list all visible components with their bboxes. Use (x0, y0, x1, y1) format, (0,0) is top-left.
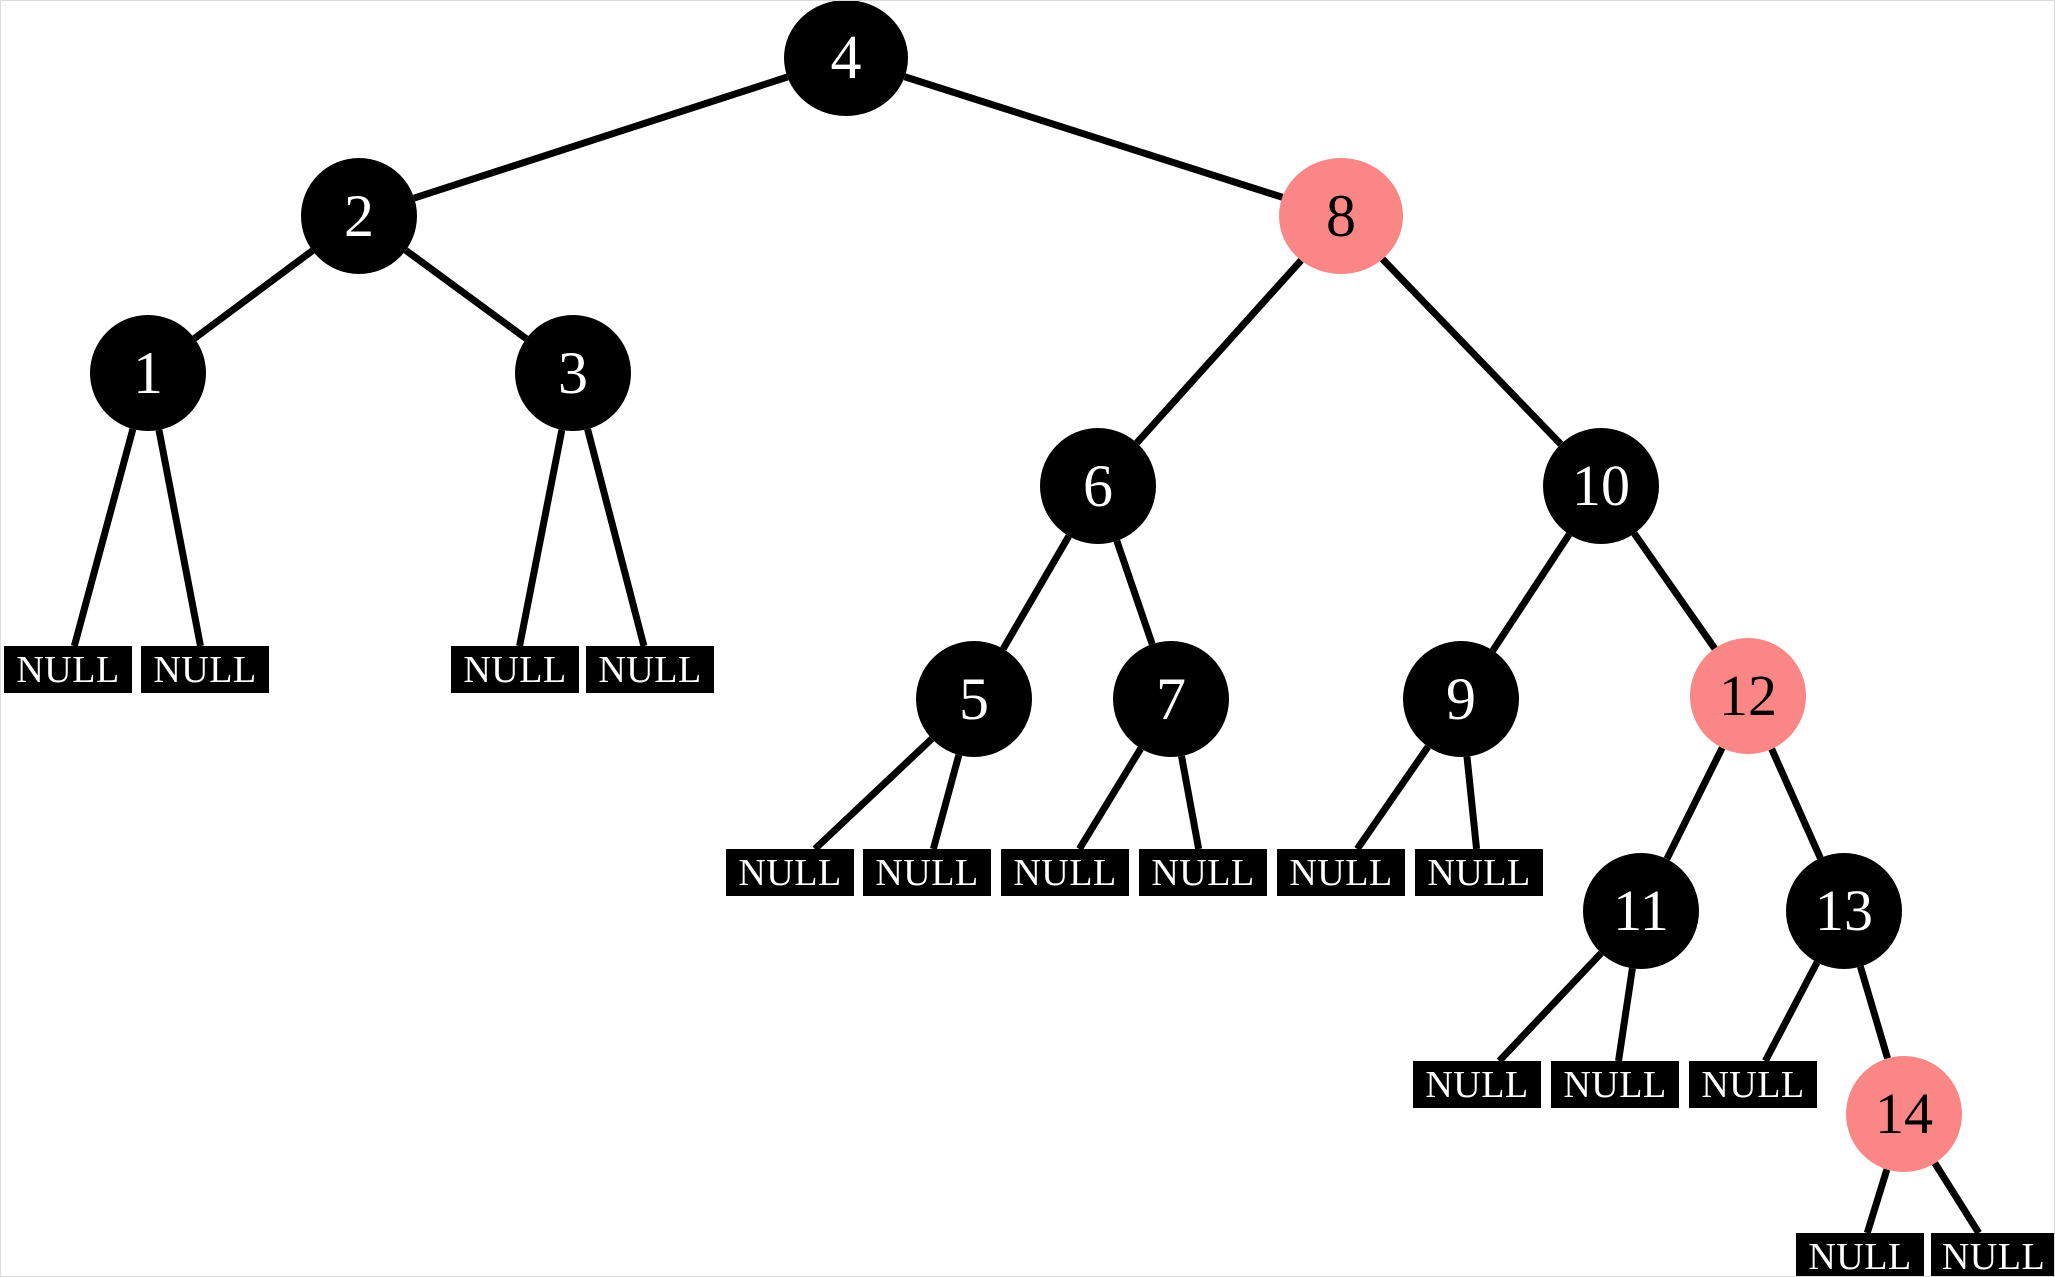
tree-node-label: 3 (558, 340, 588, 406)
tree-edge (1631, 531, 1718, 651)
tree-node-3[interactable]: 3 (515, 315, 631, 431)
tree-edge (1463, 756, 1481, 850)
tree-node-label: 12 (1719, 663, 1777, 728)
null-leaf-label: NULL (1013, 851, 1117, 894)
tree-node-2[interactable]: 2 (301, 158, 417, 274)
tree-edge (192, 247, 315, 342)
tree-node-label: 13 (1815, 878, 1873, 943)
tree-edge (1354, 744, 1431, 851)
tree-edge (1663, 746, 1726, 861)
null-leaf-box: NULL (1689, 1061, 1817, 1108)
null-leaf-box: NULL (1413, 1061, 1541, 1108)
tree-edge (584, 428, 648, 647)
tree-edge (1000, 534, 1072, 651)
tree-node-label: 14 (1875, 1081, 1933, 1146)
null-leaf-label: NULL (1563, 1063, 1667, 1106)
tree-edge (155, 429, 204, 647)
tree-edge (70, 428, 137, 647)
null-leaf-label: NULL (598, 648, 702, 691)
tree-node-13[interactable]: 13 (1786, 853, 1902, 969)
null-leaf-box: NULL (1139, 849, 1267, 896)
null-leaf-label: NULL (1941, 1235, 2046, 1277)
tree-node-9[interactable]: 9 (1403, 641, 1519, 757)
tree-node-1[interactable]: 1 (90, 315, 206, 431)
tree-edge (403, 247, 529, 342)
null-leaf-label: NULL (1701, 1063, 1805, 1106)
null-leaf-box: NULL (1415, 849, 1543, 896)
tree-node-label: 2 (344, 183, 374, 249)
tree-edge (1931, 1161, 1982, 1235)
null-leaf-label: NULL (1425, 1063, 1529, 1106)
tree-edge (1134, 258, 1304, 446)
null-leaf-box: NULL (586, 646, 714, 693)
null-leaf-label: NULL (1151, 851, 1255, 894)
tree-edge (1379, 256, 1564, 447)
tree-node-label: 5 (959, 666, 989, 732)
tree-node-label: 7 (1156, 666, 1186, 732)
tree-edge (1113, 539, 1156, 646)
tree-edge (1489, 532, 1573, 653)
tree-node-14[interactable]: 14 (1846, 1056, 1962, 1172)
null-leaf-label: NULL (1808, 1235, 1912, 1277)
null-leaf-label: NULL (153, 648, 257, 691)
null-leaf-box: NULL (726, 849, 854, 896)
tree-node-label: 9 (1446, 666, 1476, 732)
null-leaf-box: NULL (4, 646, 132, 693)
tree-edge (1863, 1168, 1891, 1235)
tree-node-12[interactable]: 12 (1690, 638, 1806, 754)
tree-node-label: 4 (830, 24, 862, 92)
null-leaf-label: NULL (463, 648, 567, 691)
tree-edge (1615, 967, 1636, 1062)
null-leaf-box: NULL (1001, 849, 1129, 896)
tree-node-10[interactable]: 10 (1543, 428, 1659, 544)
tree-edge (1857, 965, 1891, 1060)
null-leaf-box: NULL (1931, 1233, 2054, 1277)
tree-node-5[interactable]: 5 (916, 641, 1032, 757)
null-leaf-label: NULL (1427, 851, 1531, 894)
tree-node-6[interactable]: 6 (1040, 428, 1156, 544)
tree-edge (1076, 746, 1144, 851)
tree-node-label: 11 (1613, 878, 1669, 943)
null-leaf-box: NULL (863, 849, 991, 896)
null-leaf-box: NULL (1796, 1233, 1924, 1277)
tree-node-label: 1 (133, 340, 163, 406)
tree-edge (812, 736, 935, 852)
null-leaf-box: NULL (1277, 849, 1405, 896)
tree-edge (1496, 950, 1604, 1064)
null-leaf-label: NULL (875, 851, 979, 894)
tree-edge (929, 754, 963, 850)
tree-node-label: 8 (1326, 183, 1356, 249)
null-leaf-label: NULL (738, 851, 842, 894)
tree-edge (903, 73, 1284, 201)
tree-node-4[interactable]: 4 (784, 1, 908, 116)
tree-node-label: 6 (1083, 453, 1113, 519)
tree-edge (1178, 755, 1203, 850)
null-leaf-box: NULL (141, 646, 269, 693)
tree-node-8[interactable]: 8 (1279, 158, 1403, 274)
tree-node-11[interactable]: 11 (1583, 853, 1699, 969)
tree-edge (1768, 747, 1824, 860)
null-leaf-label: NULL (16, 648, 120, 691)
tree-edge (516, 429, 566, 647)
tree-node-7[interactable]: 7 (1113, 641, 1229, 757)
tree-edge (413, 73, 789, 202)
tree-node-label: 10 (1572, 453, 1630, 518)
tree-edge (1762, 960, 1821, 1063)
null-leaf-label: NULL (1289, 851, 1393, 894)
null-leaf-box: NULL (451, 646, 579, 693)
null-leaf-box: NULL (1551, 1061, 1679, 1108)
